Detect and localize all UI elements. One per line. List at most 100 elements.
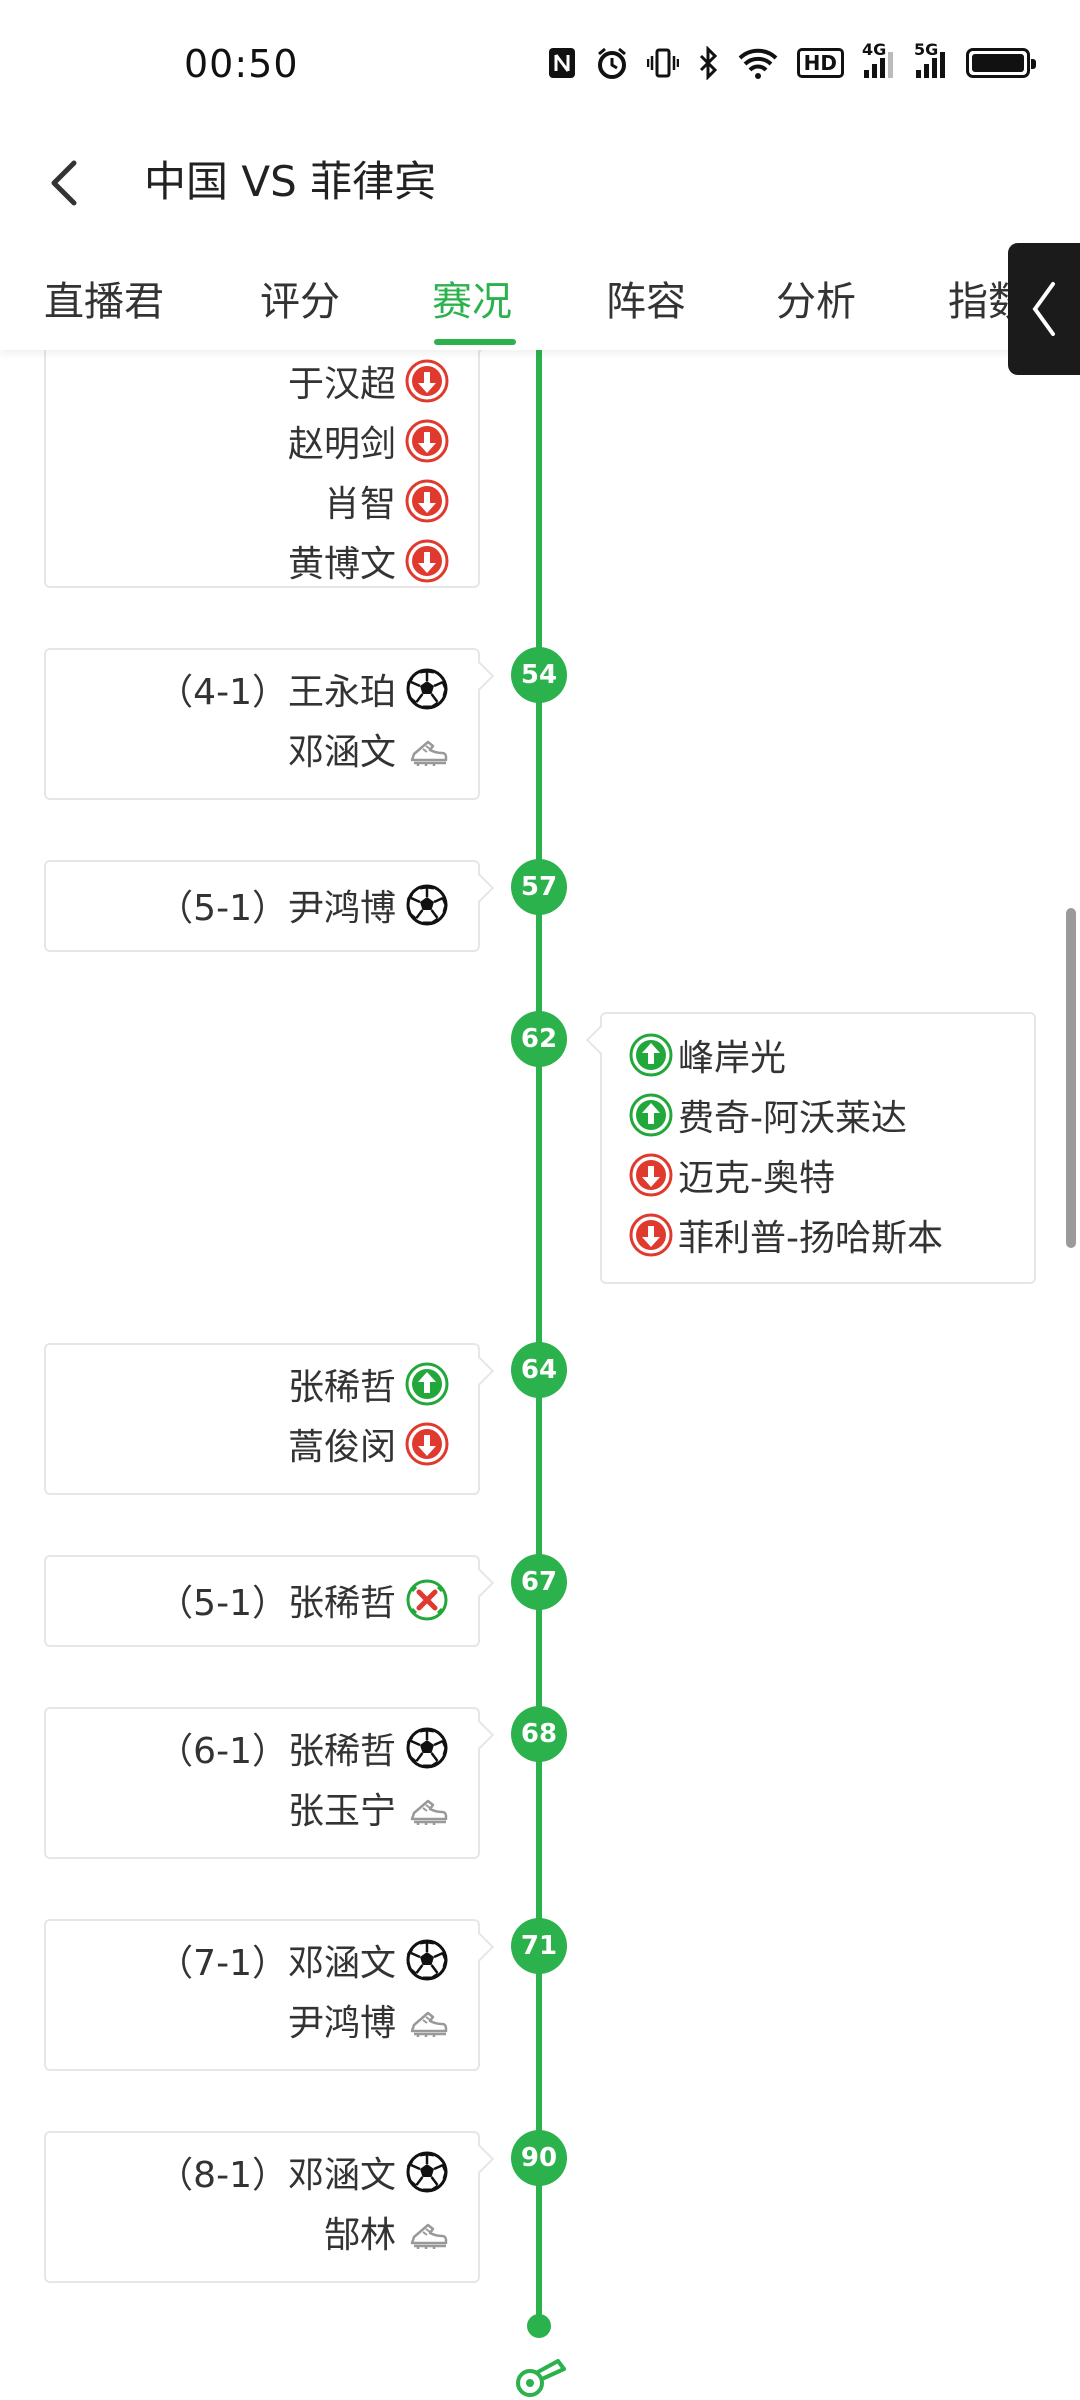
assist-boot-icon [404,2209,450,2255]
sub-in-icon [628,1032,674,1078]
back-button[interactable] [40,147,90,217]
player-name: 菲利普-扬哈斯本 [678,1218,943,1259]
title-bar: 中国 VS 菲律宾 [0,135,1080,245]
event-row: 黄博文 [288,536,450,586]
tab-analysis[interactable]: 分析 [776,279,856,325]
side-panel-handle[interactable] [1008,243,1080,375]
tab-live[interactable]: 直播君 [44,279,164,325]
player-name: 邓涵文 [287,1943,396,1984]
player-name: 张稀哲 [287,1731,396,1772]
tab-lineup[interactable]: 阵容 [606,279,686,325]
score: （8-1） [157,2155,288,2196]
player-name: 郜林 [323,2215,396,2256]
minute-marker: 64 [511,1342,567,1398]
status-time: 00:50 [184,42,299,86]
player-name: 黄博文 [287,544,396,585]
page-title: 中国 VS 菲律宾 [144,157,437,206]
event-card[interactable]: （5-1） 尹鸿博 [44,860,480,952]
event-card[interactable]: （8-1） 邓涵文 郜林 [44,2131,480,2283]
scrollbar[interactable] [1066,908,1076,1248]
player-name: 肖智 [323,484,396,525]
score: （7-1） [157,1943,288,1984]
whistle-icon [514,2355,570,2399]
score: （5-1） [157,888,288,929]
signal-5g-icon: 5G [914,40,948,80]
event-card[interactable]: （6-1） 张稀哲 张玉宁 [44,1707,480,1859]
score: （4-1） [157,672,288,713]
sub-out-icon [404,538,450,584]
sub-out-icon [404,478,450,524]
wifi-icon [737,46,779,80]
player-name: 尹鸿博 [287,888,396,929]
minute-marker: 71 [511,1918,567,1974]
sub-out-icon [404,358,450,404]
event-row: 肖智 [324,476,450,526]
event-row: （8-1） 邓涵文 [157,2147,450,2197]
tab-bar: 直播君 评分 赛况 阵容 分析 指数 [0,245,1080,350]
event-card[interactable]: （4-1） 王永珀 邓涵文 [44,648,480,800]
event-row: 蒿俊闵 [288,1419,450,1469]
sub-in-icon [628,1092,674,1138]
hd-icon: HD [796,46,844,80]
player-name: 蒿俊闵 [287,1427,396,1468]
battery-icon [966,46,1036,80]
event-row: 赵明剑 [288,416,450,466]
event-card[interactable]: （7-1） 邓涵文 尹鸿博 [44,1919,480,2071]
event-row: （6-1） 张稀哲 [157,1723,450,1773]
match-timeline: 于汉超 赵明剑 肖智 黄博文 54 （4-1） 王永珀 邓涵文 57 [0,350,1080,2400]
event-card[interactable]: 峰岸光 费奇-阿沃莱达 迈克-奥特 菲利普-扬哈斯本 [600,1012,1036,1284]
chevron-left-icon [1032,282,1055,336]
event-card[interactable]: （5-1） 张稀哲 [44,1555,480,1647]
event-row: （5-1） 张稀哲 [157,1575,450,1625]
event-row: 费奇-阿沃莱达 [628,1090,907,1140]
minute-marker: 67 [511,1554,567,1610]
player-name: 王永珀 [287,672,396,713]
chevron-left-icon [51,160,77,206]
minute-marker: 57 [511,859,567,915]
goal-icon [404,1937,450,1983]
event-row: 菲利普-扬哈斯本 [628,1210,943,1260]
timeline-end-dot [527,2314,551,2338]
player-name: 尹鸿博 [287,2003,396,2044]
nfc-icon [547,46,577,80]
tab-rating[interactable]: 评分 [260,279,340,325]
assist-boot-icon [404,726,450,772]
minute-marker: 54 [511,647,567,703]
player-name: 张稀哲 [287,1583,396,1624]
score: （6-1） [157,1731,288,1772]
status-bar: 00:50 HD 4G 5G [0,0,1080,135]
player-name: 赵明剑 [287,424,396,465]
goal-disallowed-icon [404,1577,450,1623]
tab-match-events[interactable]: 赛况 [432,279,512,325]
event-row: 尹鸿博 [288,1995,450,2045]
assist-boot-icon [404,1785,450,1831]
player-name: 张稀哲 [287,1367,396,1408]
timeline-line [536,350,542,2325]
event-row: （7-1） 邓涵文 [157,1935,450,1985]
status-icons: HD 4G 5G [547,40,1036,80]
player-name: 邓涵文 [287,732,396,773]
goal-icon [404,2149,450,2195]
goal-icon [404,1725,450,1771]
sub-in-icon [404,1361,450,1407]
player-name: 峰岸光 [678,1038,787,1079]
player-name: 费奇-阿沃莱达 [678,1098,907,1139]
vibrate-icon [646,46,679,80]
event-row: 郜林 [324,2207,450,2257]
event-card[interactable]: 张稀哲 蒿俊闵 [44,1343,480,1495]
event-row: （4-1） 王永珀 [157,664,450,714]
event-row: 迈克-奥特 [628,1150,835,1200]
active-tab-indicator [434,339,516,345]
player-name: 邓涵文 [287,2155,396,2196]
player-name: 张玉宁 [287,1791,396,1832]
goal-icon [404,882,450,928]
minute-marker: 90 [511,2130,567,2186]
event-row: 于汉超 [288,356,450,406]
event-row: 峰岸光 [628,1030,786,1080]
event-row: 张稀哲 [288,1359,450,1409]
event-row: 张玉宁 [288,1783,450,1833]
event-card: 于汉超 赵明剑 肖智 黄博文 [44,350,480,588]
score: （5-1） [157,1583,288,1624]
player-name: 于汉超 [287,364,396,405]
player-name: 迈克-奥特 [678,1158,835,1199]
